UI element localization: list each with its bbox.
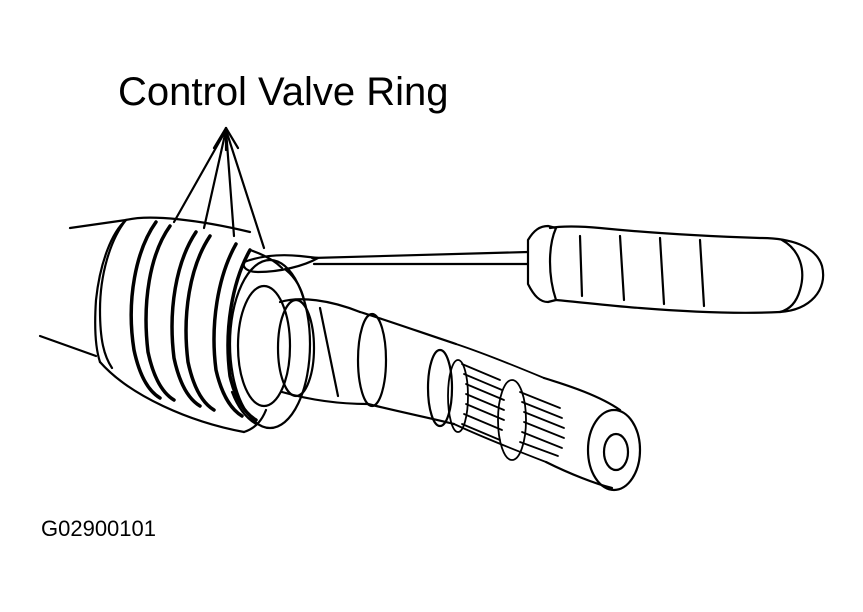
screwdriver	[242, 224, 825, 314]
figure-code: G02900101	[41, 516, 156, 541]
callout-label: Control Valve Ring	[118, 70, 449, 114]
control-valve-ring	[129, 220, 284, 434]
callout-leader-lines	[172, 126, 266, 250]
splines	[447, 343, 565, 463]
valve-housing	[38, 216, 252, 434]
shaft	[276, 298, 458, 428]
shaft-tip	[542, 376, 642, 492]
valve-end-face	[228, 258, 312, 430]
